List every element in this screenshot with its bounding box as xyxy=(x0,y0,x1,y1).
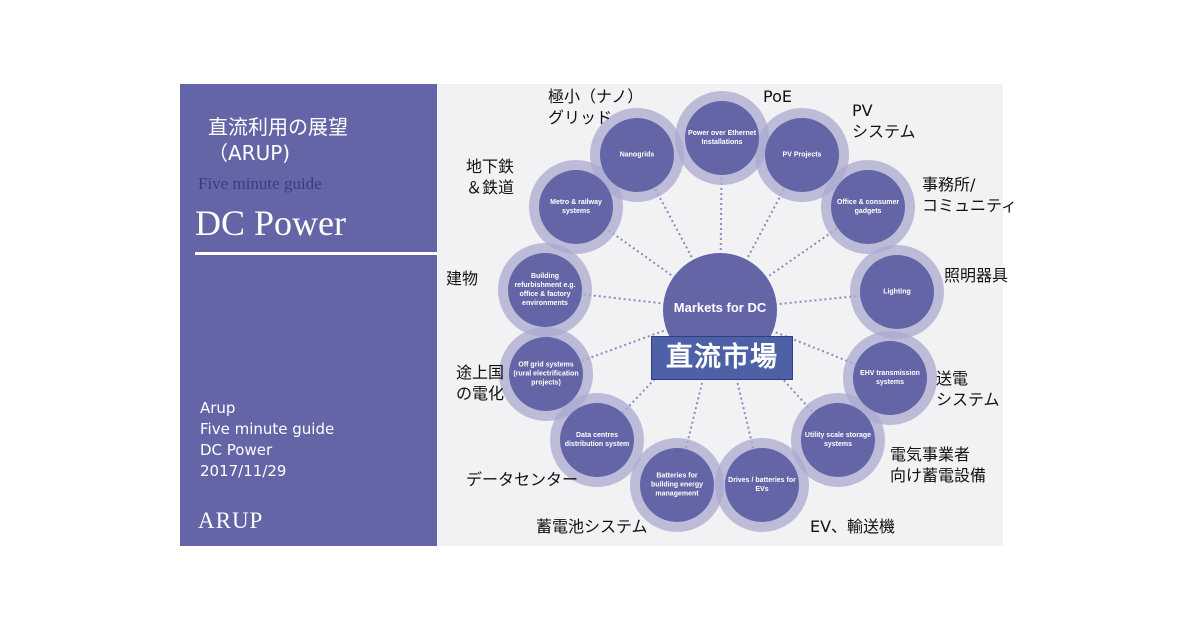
node-offgrid xyxy=(509,337,583,411)
node-label: Off grid systems (rural electrification … xyxy=(513,361,579,387)
node-label: Power over Ethernet Installations xyxy=(687,130,757,146)
node-metro xyxy=(539,170,613,244)
node-building xyxy=(508,253,582,327)
node-label: Utility scale storage systems xyxy=(804,432,872,448)
info-block: Arup Five minute guide DC Power 2017/11/… xyxy=(200,398,334,482)
info-line: Five minute guide xyxy=(200,420,335,438)
heading: DC Power xyxy=(195,203,346,243)
node-nanogrids xyxy=(600,118,674,192)
japanese-label: 送電 システム xyxy=(936,369,1000,409)
node-label: Metro & railway systems xyxy=(550,199,602,215)
node-label: PV Projects xyxy=(782,151,822,159)
japanese-label: 建物 xyxy=(446,269,479,288)
japanese-label: 電気事業者 向け蓄電設備 xyxy=(890,445,987,485)
info-line: Arup xyxy=(200,399,236,417)
japanese-title: 直流利用の展望（ARUP) xyxy=(208,114,348,166)
node-ehv xyxy=(853,341,927,415)
node-label: Nanogrids xyxy=(619,151,655,159)
japanese-label: 蓄電池システム xyxy=(536,517,648,536)
japanese-label: 極小（ナノ） グリッド xyxy=(548,87,644,127)
info-line: DC Power xyxy=(200,441,273,459)
banner-direct-current-market: 直流市場 xyxy=(651,336,793,380)
center-label: Markets for DC xyxy=(673,300,767,315)
subtitle: Five minute guide xyxy=(198,174,322,193)
japanese-label: 照明器具 xyxy=(944,266,1009,285)
japanese-label: PV システム xyxy=(852,101,916,141)
node-label: Lighting xyxy=(883,288,911,296)
title-line-2: （ARUP) xyxy=(208,141,291,165)
node-label: Batteries for building energy management xyxy=(650,472,704,498)
japanese-label: EV、輸送機 xyxy=(810,517,896,536)
japanese-label: 途上国 の電化 xyxy=(456,363,505,403)
japanese-label: PoE xyxy=(763,87,792,106)
node-pv xyxy=(765,118,839,192)
node-poe xyxy=(685,101,759,175)
node-label: Data centres distribution system xyxy=(564,432,630,448)
node-utility xyxy=(801,403,875,477)
node-lighting xyxy=(860,255,934,329)
info-date: 2017/11/29 xyxy=(200,462,287,480)
japanese-label: 地下鉄 ＆鉄道 xyxy=(466,157,515,197)
node-datacentres xyxy=(560,403,634,477)
node-label: Building refurbishment e.g. office & fac… xyxy=(514,273,576,307)
japanese-label: 事務所/ コミュニティ xyxy=(922,175,1018,215)
node-label: Drives / batteries for EVs xyxy=(728,477,796,493)
node-batteries xyxy=(640,448,714,522)
node-label: EHV transmission systems xyxy=(860,370,920,386)
japanese-label: データセンター xyxy=(466,470,579,489)
node-office xyxy=(831,170,905,244)
node-drives xyxy=(725,448,799,522)
connector-line xyxy=(719,137,723,311)
divider xyxy=(195,252,437,255)
title-panel: 直流利用の展望（ARUP) Five minute guide DC Power… xyxy=(180,84,437,546)
node-label: Office & consumer gadgets xyxy=(836,199,900,215)
arup-logo: ARUP xyxy=(198,508,264,533)
title-line-1: 直流利用の展望 xyxy=(208,115,348,139)
